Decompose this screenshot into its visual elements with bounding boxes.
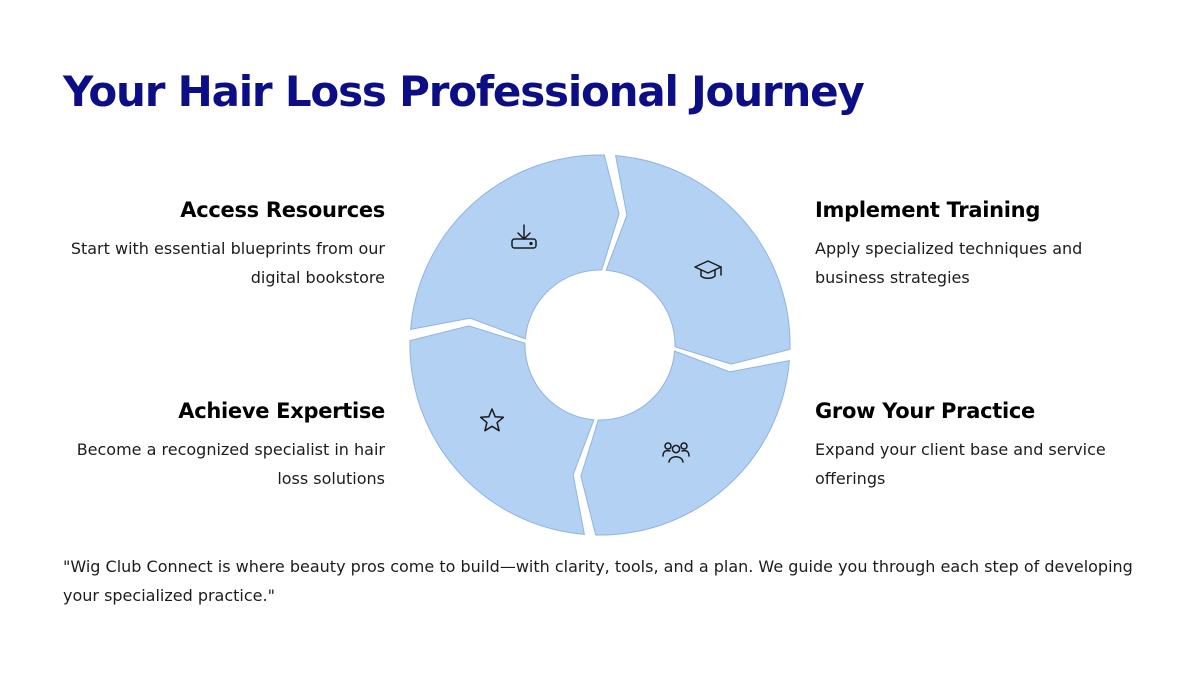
cycle-diagram	[409, 154, 791, 536]
step-description-achieve-expertise: Become a recognized specialist in hair l…	[76, 440, 385, 488]
step-title-access-resources: Access Resources	[180, 198, 385, 222]
step-description-implement-training: Apply specialized techniques and busines…	[815, 239, 1083, 287]
cycle-segment-achieve-expertise	[410, 154, 620, 340]
graduation-cap-icon	[694, 260, 722, 279]
star-icon	[479, 408, 505, 432]
step-title-implement-training: Implement Training	[815, 198, 1041, 222]
people-group-icon	[662, 442, 690, 463]
cycle-segment-grow-your-practice	[409, 325, 595, 535]
step-description-access-resources: Start with essential blueprints from our…	[70, 239, 385, 287]
cycle-segments	[409, 154, 791, 536]
page-title: Your Hair Loss Professional Journey	[63, 67, 865, 116]
closing-quote: "Wig Club Connect is where beauty pros c…	[63, 557, 1133, 605]
cycle-segment-access-resources	[605, 155, 791, 365]
step-description-grow-your-practice: Expand your client base and service offe…	[815, 440, 1106, 488]
step-title-grow-your-practice: Grow Your Practice	[815, 399, 1035, 423]
download-tray-icon	[511, 224, 537, 249]
step-title-achieve-expertise: Achieve Expertise	[178, 399, 385, 423]
